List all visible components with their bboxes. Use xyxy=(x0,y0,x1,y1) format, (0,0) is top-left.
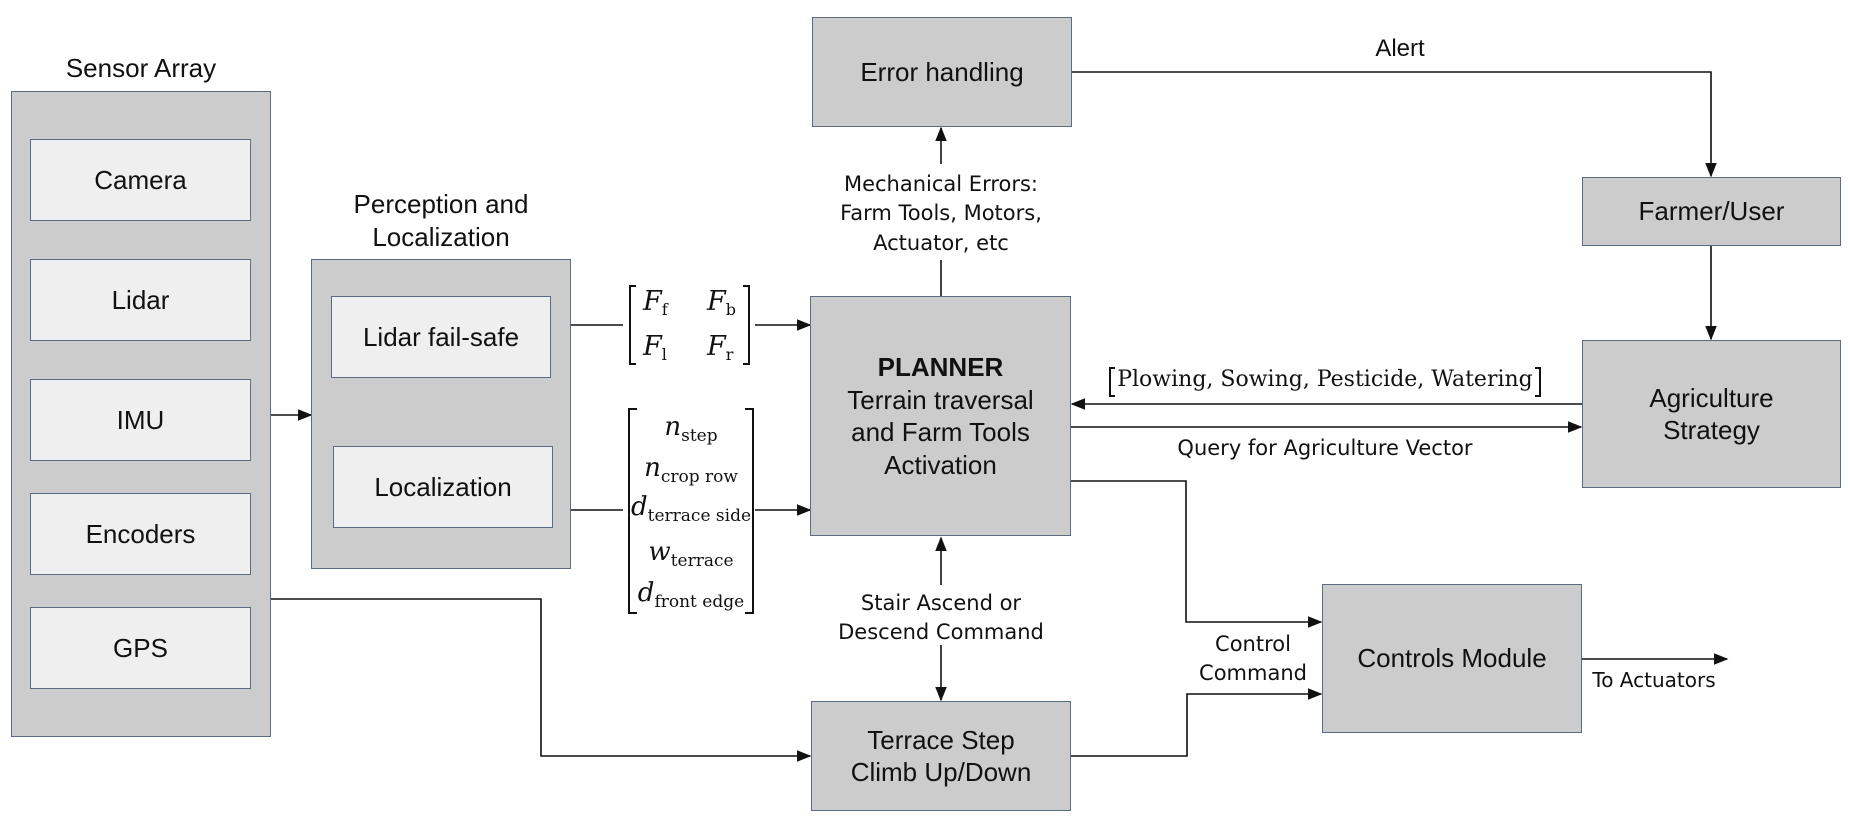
lidar-failsafe-box: Lidar fail-safe xyxy=(331,296,551,378)
arrow-alert xyxy=(1071,71,1717,178)
agri-right-bracket xyxy=(1535,367,1541,397)
agriculture-vector-label: Plowing, Sowing, Pesticide, Watering xyxy=(1117,367,1533,392)
query-label: Query for Agriculture Vector xyxy=(1177,436,1473,460)
vector-left-bracket xyxy=(628,408,637,614)
to-actuators-label: To Actuators xyxy=(1592,668,1716,692)
farmer-user-box: Farmer/User xyxy=(1582,177,1841,246)
arrow-sensors-to-terrace-step xyxy=(271,598,812,762)
localization-box: Localization xyxy=(333,446,553,528)
terrace-step-box: Terrace Step Climb Up/Down xyxy=(811,701,1071,811)
controls-module-box: Controls Module xyxy=(1322,584,1582,733)
error-handling-box: Error handling xyxy=(812,17,1072,127)
agriculture-strategy-box: Agriculture Strategy xyxy=(1582,340,1841,488)
sensor-imu: IMU xyxy=(30,379,251,461)
sensor-camera: Camera xyxy=(30,139,251,221)
matrix-right-bracket xyxy=(743,285,750,365)
matrix-entry-ff: Ff xyxy=(643,286,668,319)
mechanical-errors-label: Mechanical Errors: Farm Tools, Motors, A… xyxy=(840,172,1042,255)
arrow-planner-to-controls xyxy=(1071,480,1323,628)
perception-title-line1: Perception and xyxy=(353,189,529,219)
vector-row-w-terrace: wterrace xyxy=(648,537,734,571)
vector-right-bracket xyxy=(745,408,754,614)
sensor-gps: GPS xyxy=(30,607,251,689)
planner-title: PLANNER xyxy=(877,352,1004,382)
arrow-terrace-to-controls xyxy=(1071,688,1323,757)
matrix-entry-fl: Fl xyxy=(643,331,667,364)
sensor-array-title: Sensor Array xyxy=(65,53,217,83)
planner-line1: Terrain traversal xyxy=(847,384,1034,415)
planner-box: PLANNER Terrain traversal and Farm Tools… xyxy=(810,296,1071,536)
vector-row-n-step: nstep xyxy=(664,412,718,446)
matrix-entry-fr: Fr xyxy=(707,331,734,364)
vector-row-d-terrace-side: dterrace side xyxy=(630,492,752,526)
control-command-label: Control Command xyxy=(1199,632,1307,686)
matrix-left-bracket xyxy=(629,285,636,365)
alert-label: Alert xyxy=(1375,35,1425,62)
vector-row-n-crop-row: ncrop row xyxy=(644,453,738,487)
stair-command-label: Stair Ascend or Descend Command xyxy=(838,591,1044,645)
perception-title: Perception and Localization xyxy=(311,188,571,253)
matrix-entry-fb: Fb xyxy=(707,286,736,319)
agri-left-bracket xyxy=(1109,367,1115,397)
vector-row-d-front-edge: dfront edge xyxy=(637,578,745,612)
planner-line3: Activation xyxy=(884,449,997,480)
perception-title-line2: Localization xyxy=(372,221,510,252)
sensor-encoders: Encoders xyxy=(30,493,251,575)
sensor-lidar: Lidar xyxy=(30,259,251,341)
planner-line2: and Farm Tools xyxy=(851,417,1030,447)
